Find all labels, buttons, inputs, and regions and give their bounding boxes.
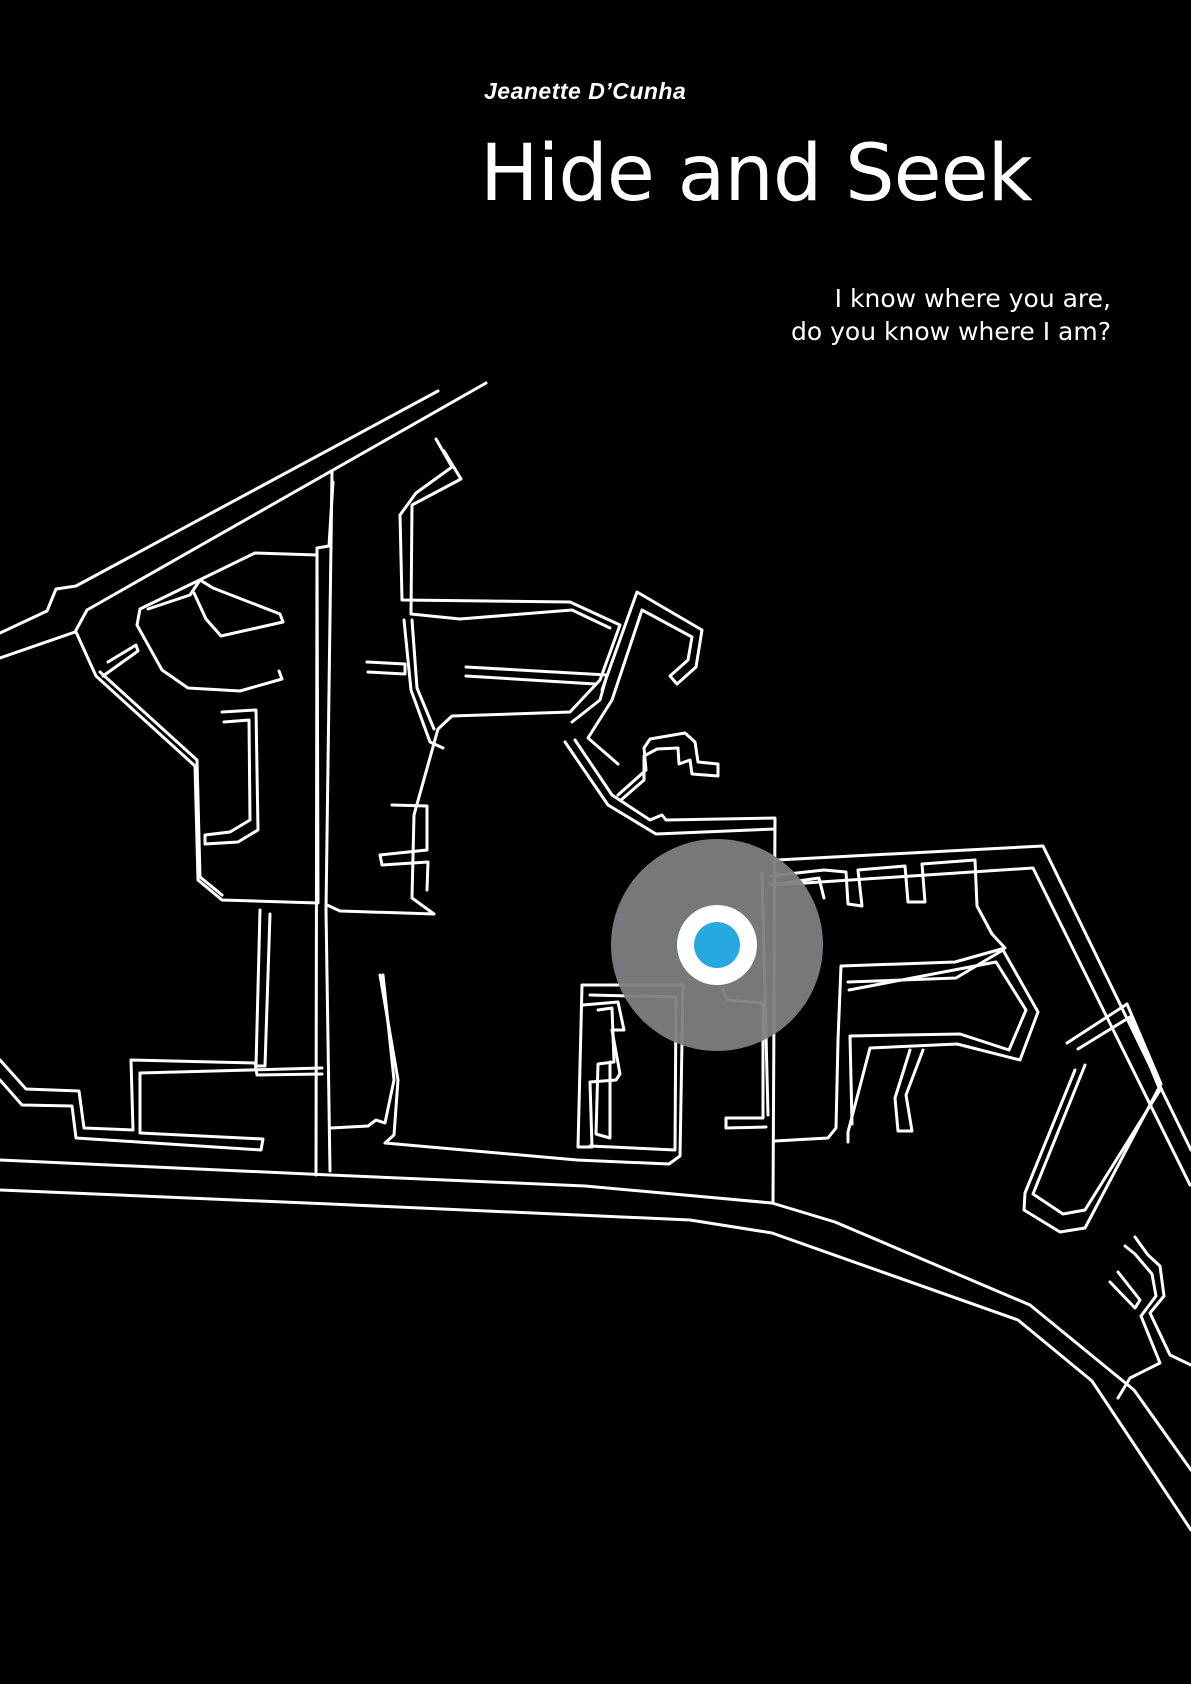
- east-tail: [1133, 1235, 1191, 1367]
- location-marker: [611, 839, 823, 1051]
- diagonal-road-upper: [0, 389, 440, 635]
- east-loop: [1031, 1015, 1162, 1216]
- east-ring-inner: [847, 960, 1028, 1126]
- author-name: Jeanette D’Cunha: [484, 78, 687, 104]
- north-hook: [325, 437, 622, 916]
- tagline-line-1: I know where you are,: [834, 284, 1111, 313]
- south-central-loop: [329, 973, 396, 1130]
- east-tail-inner: [1116, 1244, 1162, 1400]
- lower-west-return: [0, 1066, 324, 1152]
- northeast-hook: [573, 738, 777, 1204]
- west-spur: [101, 643, 140, 678]
- tagline: I know where you are, do you know where …: [791, 282, 1111, 348]
- north-block-right: [410, 618, 436, 731]
- east-inner-road: [773, 866, 1191, 1187]
- main-road-lower: [0, 1188, 1191, 1532]
- west-inner-street: [146, 578, 285, 638]
- east-connector: [768, 858, 1007, 1143]
- north-block-left: [402, 618, 445, 750]
- lower-west-connector: [254, 908, 272, 1068]
- east-spur: [893, 1048, 925, 1133]
- north-inner-street-2: [464, 674, 597, 686]
- east-loop-inner: [1022, 1002, 1163, 1234]
- location-dot: [694, 922, 740, 968]
- south-central-inner: [594, 1006, 616, 1140]
- diagonal-road-lower: [0, 381, 488, 660]
- east-curl-small: [616, 731, 720, 802]
- northeast-hook-inner: [563, 740, 777, 836]
- central-stubs: [378, 803, 430, 892]
- tagline-line-2: do you know where I am?: [791, 317, 1111, 346]
- north-hook-inner: [409, 449, 612, 630]
- northeast-curl: [586, 590, 704, 766]
- book-title: Hide and Seek: [480, 129, 1033, 219]
- central-avenue-right: [324, 470, 334, 1173]
- main-road-upper: [0, 1158, 1191, 1472]
- west-side-spur: [365, 660, 407, 676]
- east-tail-fork: [1108, 1270, 1142, 1310]
- east-ring: [846, 948, 1040, 1144]
- west-pocket: [203, 708, 260, 846]
- road-network: [0, 381, 1191, 1532]
- west-loop-inner: [98, 670, 224, 897]
- west-loop-outer: [74, 551, 320, 905]
